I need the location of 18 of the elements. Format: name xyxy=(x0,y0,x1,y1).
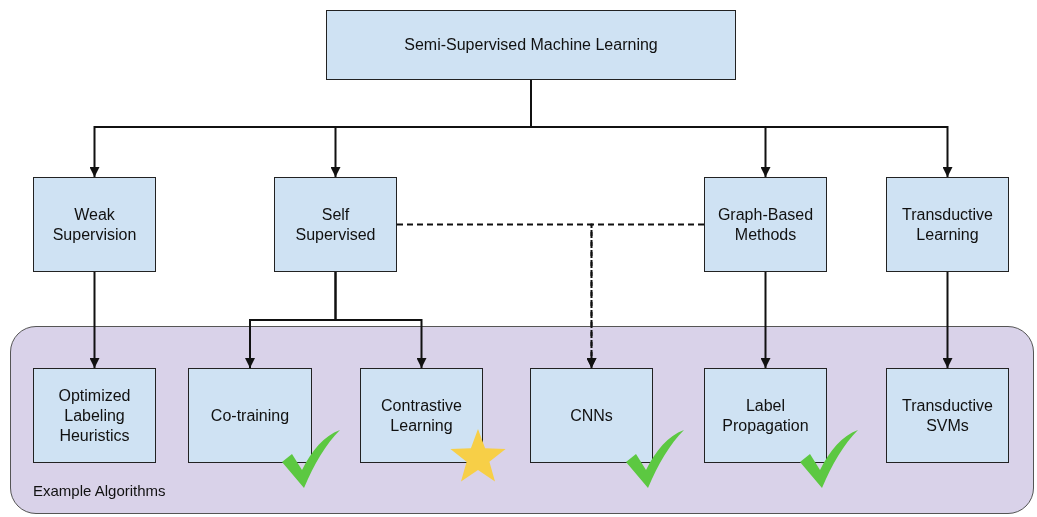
arrow xyxy=(586,223,705,369)
process-box: Co-training xyxy=(188,368,312,463)
group-label: Example Algorithms xyxy=(33,482,166,499)
process-box: Semi-Supervised Machine Learning xyxy=(326,10,736,80)
process-box: Self Supervised xyxy=(274,177,397,272)
process-box: Contrastive Learning xyxy=(360,368,483,463)
process-box: CNNs xyxy=(530,368,653,463)
arrow xyxy=(334,271,427,369)
process-box: Label Propagation xyxy=(704,368,827,463)
group-panel xyxy=(10,326,1034,514)
arrow xyxy=(942,271,953,369)
process-box: Weak Supervision xyxy=(33,177,156,272)
process-box: Transductive Learning xyxy=(886,177,1009,272)
process-box: Graph-Based Methods xyxy=(704,177,827,272)
process-box: Optimized Labeling Heuristics xyxy=(33,368,156,463)
arrow xyxy=(89,271,100,369)
arrow xyxy=(760,271,771,369)
process-box: Transductive SVMs xyxy=(886,368,1009,463)
